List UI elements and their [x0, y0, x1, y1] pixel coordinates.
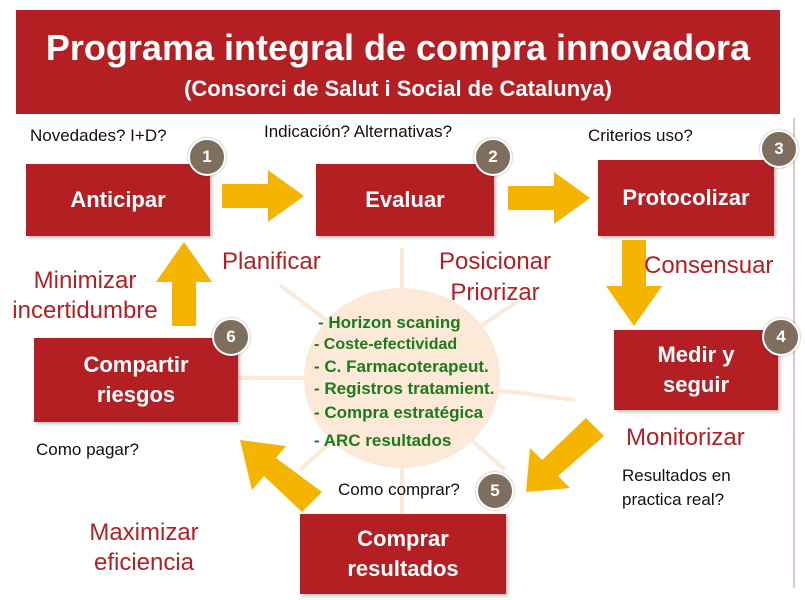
label-monitorizar: Monitorizar — [626, 424, 745, 451]
step-anticipar: Anticipar — [26, 164, 210, 236]
right-border-line — [793, 118, 795, 588]
title-banner: Programa integral de compra innovadora (… — [16, 10, 780, 114]
center-item: - Horizon scaning — [318, 313, 461, 332]
step-evaluar: Evaluar — [316, 164, 494, 236]
step-compartir-riesgos: Compartir riesgos — [34, 338, 238, 422]
step-label: Comprar resultados — [347, 526, 459, 581]
center-circle-shape — [304, 288, 500, 468]
step-protocolizar: Protocolizar — [598, 160, 774, 236]
step-number-badge: 3 — [760, 130, 798, 168]
label-planificar: Planificar — [222, 248, 321, 275]
label-consensuar: Consensuar — [644, 252, 774, 279]
arrow-down-3 — [606, 240, 662, 326]
arrow-right-1 — [222, 170, 304, 222]
arrow-up-6 — [156, 242, 212, 326]
step-label: Compartir riesgos — [83, 352, 189, 407]
question-medir: Resultados en practica real? — [622, 466, 731, 509]
arrow-right-2 — [508, 172, 590, 224]
step-number-badge: 1 — [188, 138, 226, 176]
step-comprar-resultados: Comprar resultados — [300, 514, 506, 594]
question-evaluar: Indicación? Alternativas? — [264, 122, 453, 141]
step-medir-seguir: Medir y seguir — [614, 330, 778, 410]
page-title: Programa integral de compra innovadora — [45, 27, 751, 68]
label-minimizar-incertidumbre: Minimizar incertidumbre — [12, 267, 158, 324]
question-comprar: Como comprar? — [338, 480, 460, 499]
step-label: Protocolizar — [622, 185, 750, 210]
arrow-diag-4 — [526, 418, 604, 492]
label-posicionar: Posicionar — [438, 248, 552, 275]
step-number-badge: 5 — [476, 472, 514, 510]
question-anticipar: Novedades? I+D? — [30, 126, 167, 145]
step-label: Medir y seguir — [657, 342, 735, 397]
center-item: - ARC resultados — [314, 431, 452, 450]
label-maximizar-eficiencia: Maximizar eficiencia — [89, 519, 199, 576]
step-number-badge: 4 — [762, 318, 800, 356]
center-item: - C. Farmacoterapeut. — [314, 357, 489, 376]
step-label: Anticipar — [70, 187, 166, 212]
question-protocolizar: Criterios uso? — [588, 126, 693, 145]
center-item: - Coste-efectividad — [314, 336, 458, 353]
label-priorizar: Priorizar — [450, 279, 540, 306]
step-label: Evaluar — [365, 187, 445, 212]
center-item: - Compra estratégica — [314, 403, 484, 422]
page-subtitle: (Consorci de Salut i Social de Catalunya… — [184, 76, 612, 101]
step-number-badge: 2 — [474, 138, 512, 176]
arrow-diag-5 — [240, 440, 322, 512]
step-number-badge: 6 — [212, 318, 250, 356]
center-item: - Registros tratamient. — [314, 379, 495, 398]
question-compartir: Como pagar? — [36, 440, 140, 459]
